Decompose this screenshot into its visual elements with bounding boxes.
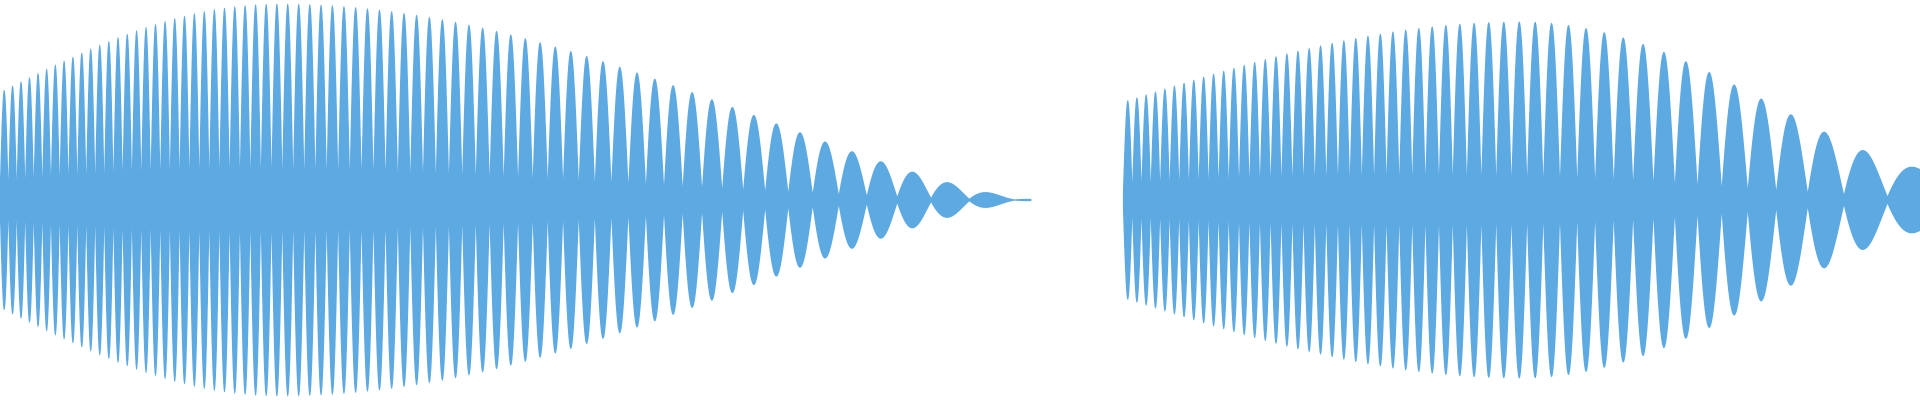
- waveform-segments: [0, 3, 1920, 397]
